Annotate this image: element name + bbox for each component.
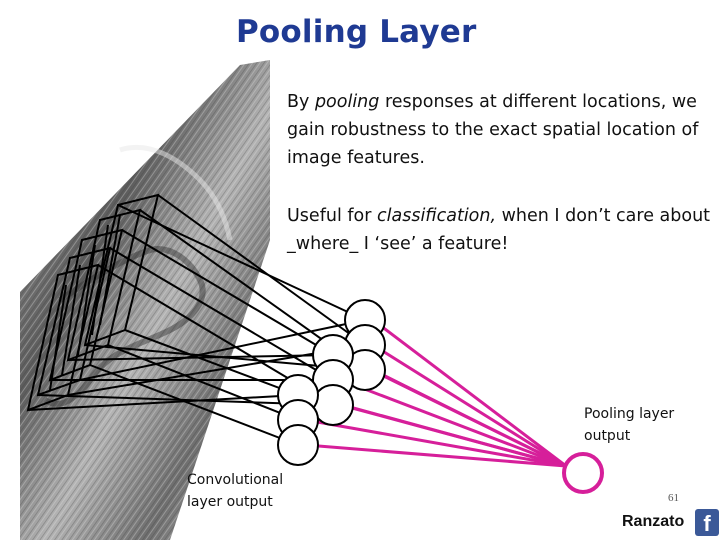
connection-line-9	[89, 364, 299, 446]
pooling-line-8	[305, 418, 567, 468]
feature-map-texture	[20, 60, 270, 540]
logo-text: Ranzato	[622, 513, 685, 530]
window-grid-line-5	[49, 284, 67, 391]
p2-before: Useful for	[287, 206, 377, 226]
pooling-line-2	[372, 343, 567, 468]
p1-emphasis: pooling	[314, 92, 380, 112]
window-grid-line-3	[77, 244, 96, 356]
page-number: 61	[668, 492, 679, 504]
connection-line-7	[124, 329, 299, 396]
p2-emphasis: classification,	[377, 206, 497, 226]
conv-layer-label: Convolutional layer output	[187, 472, 284, 510]
connection-line-10	[79, 319, 366, 381]
conv-unit-9	[277, 424, 319, 466]
pooling-layer-label: Pooling layer output	[584, 406, 675, 444]
connection-line-13	[67, 354, 334, 361]
paragraph-pooling: By pooling responses at different locati…	[287, 88, 717, 172]
window-grid-line-2	[99, 214, 121, 326]
pooling-output-unit	[562, 452, 604, 494]
paragraph-classification: Useful for classification, when I don’t …	[287, 202, 717, 258]
p1-before: By	[287, 92, 315, 112]
facebook-icon: f	[695, 509, 719, 536]
connection-lines	[27, 194, 366, 446]
feature-map-highlight	[119, 144, 233, 241]
pooling-line-1	[372, 318, 567, 468]
window-grid-line-4	[61, 264, 81, 376]
connection-line-8	[107, 344, 299, 421]
connection-line-16	[27, 394, 299, 411]
pooling-line-9	[305, 443, 567, 468]
conv-unit-6	[312, 384, 354, 426]
pooling-line-5	[340, 378, 567, 468]
p1-after: responses at different locations, we gai…	[287, 92, 699, 168]
slide-title: Pooling Layer	[236, 14, 477, 50]
connection-line-2	[157, 194, 366, 346]
connection-line-5	[109, 247, 334, 381]
conv-units	[277, 299, 386, 466]
p2-after: when I don’t care about _where_ I ‘see’ …	[287, 206, 711, 254]
window-grid-line-1	[91, 224, 109, 336]
feature-map-image	[20, 60, 270, 540]
